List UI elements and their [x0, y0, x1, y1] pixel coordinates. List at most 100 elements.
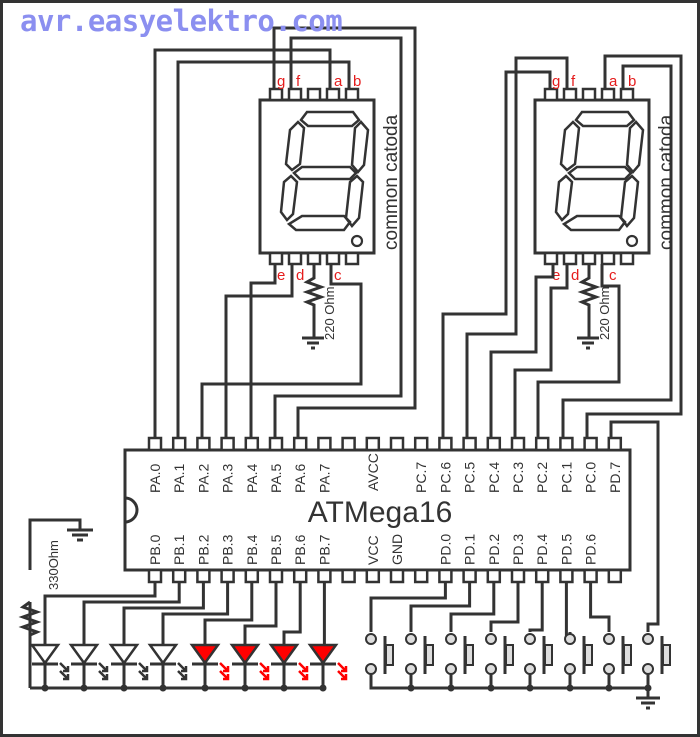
pin-label: PD.4: [534, 534, 550, 565]
light-emission-icon: [138, 662, 149, 681]
chip-pin-top: [486, 436, 502, 452]
chip-pin-top: [171, 436, 187, 452]
button-actuator-icon: [623, 644, 632, 666]
push-button-pd4[interactable]: [524, 582, 553, 692]
display-resistor-label: 220 Ohm: [322, 287, 337, 340]
push-button-pd7[interactable]: [642, 633, 671, 692]
led-1: [68, 582, 181, 692]
wire-pc3-d: [513, 264, 569, 438]
display-pin-top: [600, 87, 616, 102]
push-button-pd2[interactable]: [445, 582, 496, 692]
wire-pc4-e: [489, 264, 555, 438]
chip-pin-bottom: [147, 568, 163, 584]
led-diode-icon: [189, 643, 221, 666]
push-button-pd5[interactable]: [564, 582, 593, 692]
port-a-wires: [153, 26, 417, 438]
segment-label: e: [552, 267, 560, 284]
segment-label: a: [609, 73, 618, 90]
display-pin-top: [268, 87, 284, 102]
wire-pc1-b: [561, 64, 673, 438]
display-pin-top: [619, 87, 635, 102]
button-contact: [642, 633, 654, 645]
chip-pin-top: [510, 436, 526, 452]
wire-pa5-f: [273, 36, 403, 438]
chip-pin-top: [317, 436, 332, 452]
pin-label: VCC: [365, 535, 381, 565]
display-pin-bottom: [562, 251, 578, 266]
wire-pa0-a: [153, 48, 332, 438]
segment-f: [284, 120, 306, 172]
wire-pa3-d: [224, 264, 294, 438]
segment-e: [554, 174, 574, 222]
pin-label: PD.0: [437, 534, 453, 565]
pin-label: PA.5: [268, 463, 284, 493]
button-wire: [564, 582, 572, 640]
pin-label: PC.1: [558, 462, 574, 493]
led-resistor-ground-wire: [28, 518, 82, 570]
segment-g: [292, 165, 358, 181]
push-button-pd0[interactable]: [365, 582, 447, 688]
chip-pin-top: [341, 436, 356, 452]
light-emission-icon: [177, 662, 188, 681]
led-resistor-label: 330Ohm: [46, 540, 61, 590]
display-resistor: [577, 264, 601, 338]
push-button-pd1[interactable]: [405, 582, 472, 692]
button-wire: [589, 582, 611, 632]
port-c-wires: [441, 54, 683, 632]
segment-d: [561, 214, 627, 232]
display-pin-bottom: [325, 251, 341, 266]
button-contact: [564, 663, 576, 675]
led-diode-icon: [29, 643, 61, 666]
wire-pd7-button: [609, 420, 660, 632]
button-contact: [405, 663, 417, 675]
chip-pin-bottom: [413, 568, 429, 584]
chip-pin-top: [413, 436, 429, 452]
chip-pin-top: [244, 436, 260, 452]
push-button-pd6[interactable]: [589, 582, 632, 692]
wire-pa6-g: [272, 26, 417, 438]
pin-label: PD.3: [510, 534, 526, 565]
pin-label: PA.7: [316, 463, 332, 493]
segment-d: [286, 214, 352, 232]
pin-label: PD.2: [486, 534, 502, 565]
wire-pc5-f: [465, 56, 569, 438]
button-actuator-icon: [465, 644, 474, 666]
button-contact: [603, 633, 615, 645]
segment-b: [350, 120, 370, 174]
led-wire: [161, 582, 230, 645]
light-emission-icon: [337, 662, 348, 681]
push-button-pd3[interactable]: [485, 582, 520, 692]
display-pin-bottom: [306, 251, 322, 266]
chip-pin-bottom: [462, 568, 477, 584]
led-3: [147, 582, 230, 692]
display-pin-top: [581, 87, 597, 102]
ground-icon: [577, 336, 599, 350]
button-wire: [409, 582, 472, 632]
segment-label: e: [277, 267, 285, 284]
segment-label: f: [571, 73, 576, 90]
button-contact: [445, 663, 457, 675]
watermark-text: avr.easyelektro.com: [20, 4, 343, 38]
pin-label: PA.2: [195, 463, 211, 493]
pin-label: PC.0: [583, 462, 599, 493]
pin-label: PC.3: [510, 462, 526, 493]
chip-pin-bottom: [486, 568, 502, 584]
pin-label: PA.0: [147, 463, 163, 493]
pin-label: PB.1: [171, 534, 187, 565]
led-wire: [243, 582, 278, 645]
pin-label: PC.4: [486, 462, 502, 493]
button-contact: [445, 633, 457, 645]
display-resistor: [302, 264, 326, 338]
button-actuator-icon: [662, 644, 671, 666]
pin-label: GND: [389, 534, 405, 565]
segment-c: [619, 174, 640, 228]
pin-label: PD.1: [462, 534, 478, 565]
pin-label: PA.6: [292, 463, 308, 493]
pin-label: AVCC: [365, 453, 381, 491]
